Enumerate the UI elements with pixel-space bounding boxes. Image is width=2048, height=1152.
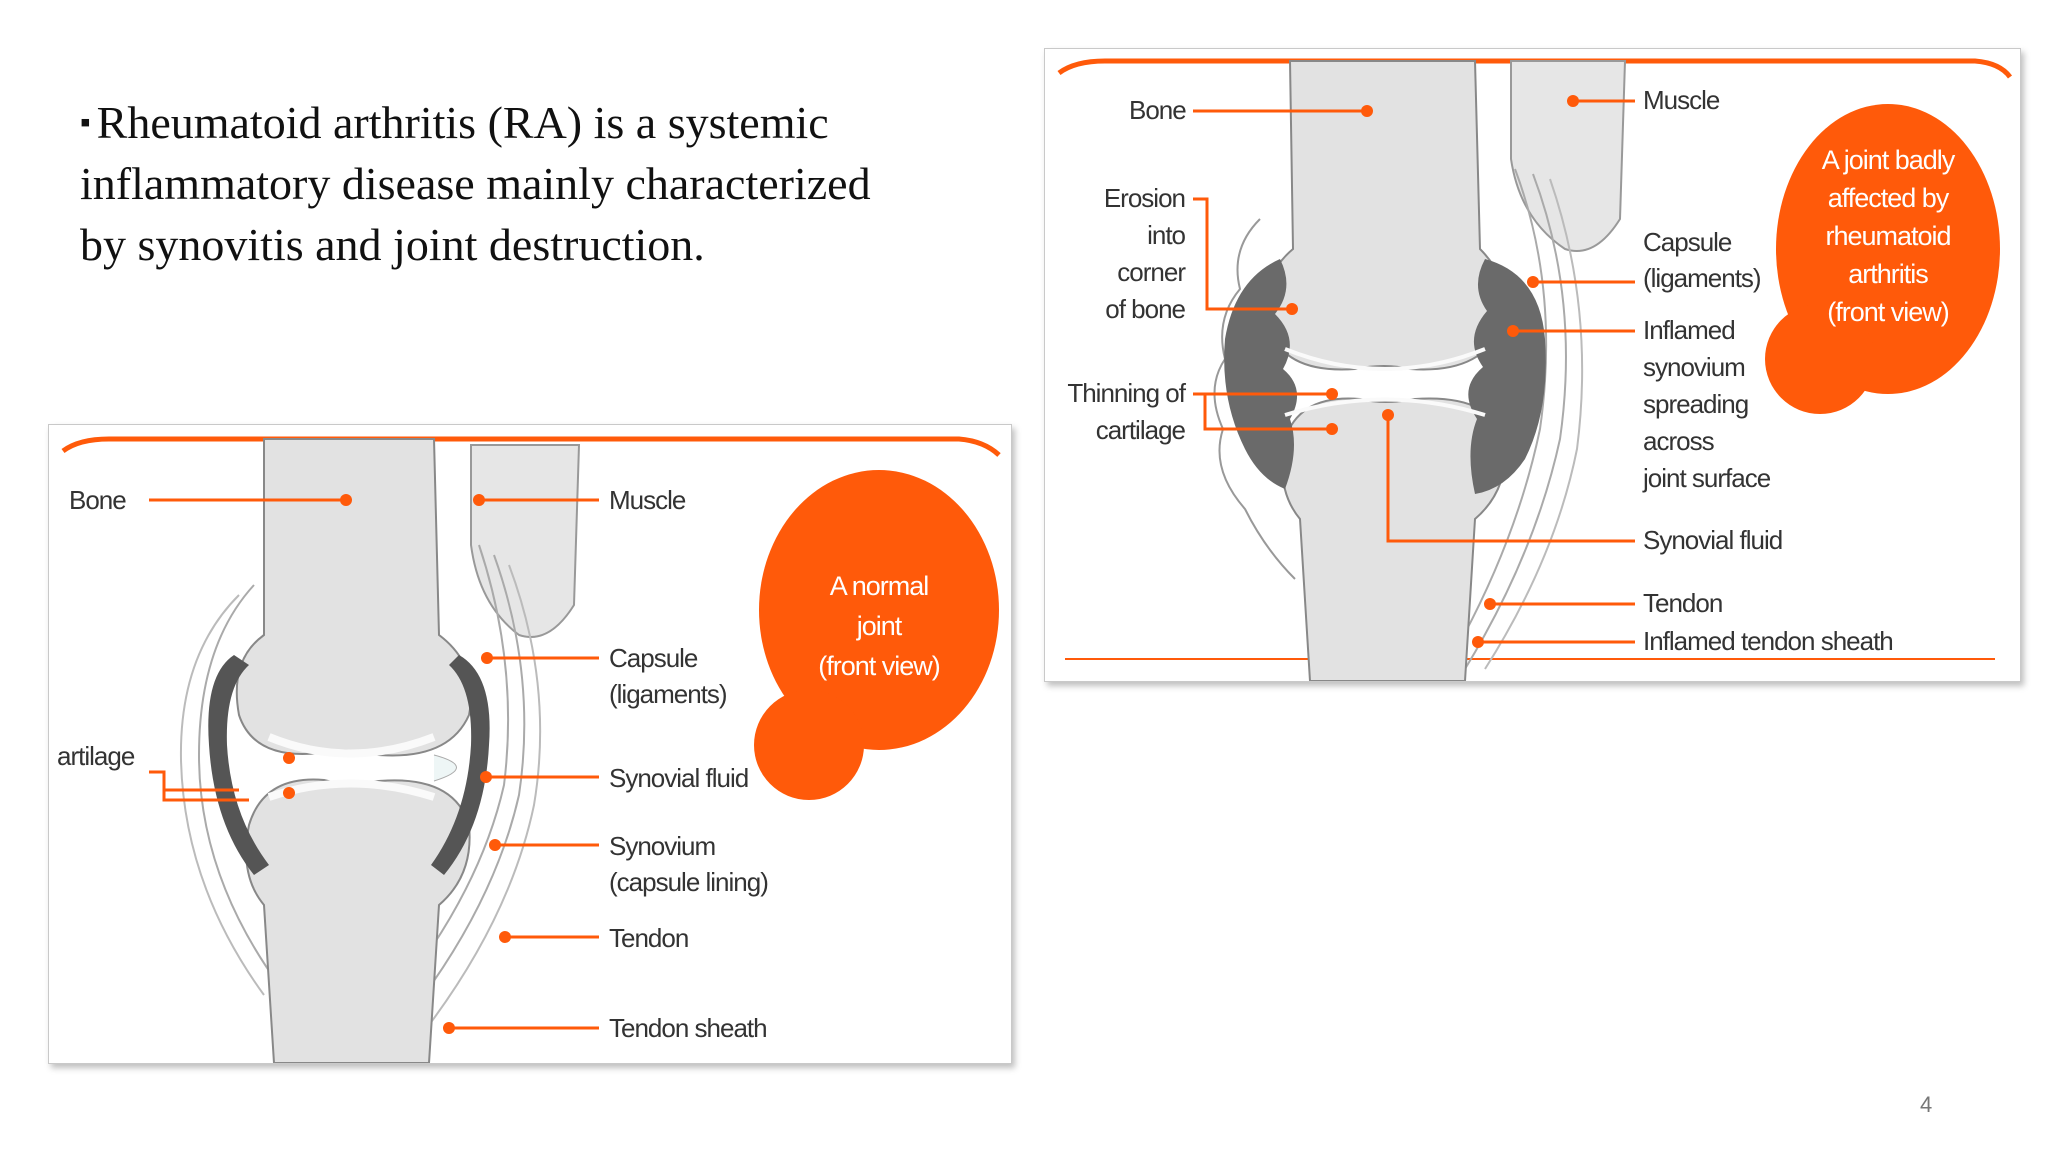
label-inflamed-synovium: spreading [1643, 389, 1748, 419]
label-tendon: Tendon [1643, 588, 1722, 618]
capsule-dot [481, 652, 493, 664]
synovial-fluid-dot [480, 771, 492, 783]
synovium-left [208, 655, 269, 875]
thinning-leader [1193, 392, 1330, 431]
badge-line: (front view) [1827, 297, 1949, 327]
label-muscle: Muscle [609, 485, 686, 515]
label-erosion: of bone [1105, 294, 1185, 324]
bullet-text: Rheumatoid arthritis (RA) is a systemic … [80, 97, 871, 270]
tendon-sheath-dot [443, 1022, 455, 1034]
upper-bone [1265, 60, 1506, 371]
label-capsule-sub: (ligaments) [609, 679, 727, 709]
label-erosion: corner [1117, 257, 1186, 287]
capsule-dot [1527, 276, 1539, 288]
label-capsule-sub: (ligaments) [1643, 263, 1761, 293]
bone-dot [1361, 105, 1373, 117]
normal-joint-badge: A normal joint (front view) [754, 470, 999, 800]
label-synovium: Synovium [609, 831, 715, 861]
label-bone: Bone [1129, 95, 1186, 125]
badge-line: (front view) [818, 651, 940, 681]
badge-line: arthritis [1848, 259, 1928, 289]
label-inflamed-synovium: across [1643, 426, 1715, 456]
synovium-dot [489, 839, 501, 851]
tendon-line [388, 544, 510, 1006]
capsule-outline [197, 584, 280, 986]
tendon-line [1444, 168, 1548, 670]
label-synovium-sub: (capsule lining) [609, 867, 768, 897]
label-bone: Bone [69, 485, 126, 515]
capsule-outline [179, 594, 265, 996]
badge-line: A normal [830, 571, 929, 601]
cartilage-dot [283, 752, 295, 764]
inflamed-synovium-right [1468, 259, 1546, 494]
label-inflamed-synovium: joint surface [1642, 463, 1771, 493]
label-thinning: cartilage [1096, 415, 1186, 445]
synovial-fluid-dot [1382, 409, 1394, 421]
muscle-shape [1510, 60, 1627, 252]
page-number: 4 [1920, 1092, 1933, 1117]
muscle-shape [470, 444, 581, 638]
upper-bone [235, 438, 472, 757]
tendon-dot [499, 931, 511, 943]
label-cartilage: artilage [57, 741, 135, 771]
ra-joint-badge: A joint badly affected by rheumatoid art… [1765, 104, 2000, 414]
label-erosion: Erosion [1104, 183, 1185, 213]
cartilage-leader [149, 770, 249, 802]
thinning-dot [1326, 423, 1338, 435]
muscle-dot [1567, 95, 1579, 107]
thinning-dot [1326, 388, 1338, 400]
upper-cartilage-thin [1284, 347, 1486, 371]
label-inflamed-tendon-sheath: Inflamed tendon sheath [1643, 626, 1893, 656]
cartilage-dot [283, 787, 295, 799]
badge-line: A joint badly [1822, 145, 1956, 175]
ra-joint-diagram: Bone Muscle Erosion into corner of bone … [1044, 48, 2021, 682]
inflamed-synovium-dot [1507, 325, 1519, 337]
bone-dot [340, 494, 352, 506]
synovium-right [431, 655, 490, 875]
tendon-dot [1484, 598, 1496, 610]
lower-cartilage-thin [1284, 397, 1486, 417]
label-thinning: Thinning of [1067, 378, 1186, 408]
erosion-dot [1286, 303, 1298, 315]
label-erosion: into [1147, 220, 1185, 250]
label-synovial-fluid: Synovial fluid [1643, 525, 1782, 555]
label-capsule: Capsule [1643, 227, 1732, 257]
bullet-square-icon: ▪ [80, 106, 91, 139]
top-accent-line [61, 436, 1001, 457]
capsule-outline [1213, 218, 1296, 580]
badge-line: rheumatoid [1825, 221, 1950, 251]
label-synovial-fluid: Synovial fluid [609, 763, 748, 793]
bullet-text-block: ▪Rheumatoid arthritis (RA) is a systemic… [80, 92, 910, 275]
badge-line: affected by [1828, 183, 1950, 213]
ra-joint-svg: Bone Muscle Erosion into corner of bone … [1057, 58, 2013, 681]
label-tendon-sheath: Tendon sheath [609, 1013, 767, 1043]
normal-joint-diagram: Bone Muscle Capsule (ligaments) artilage… [48, 424, 1012, 1064]
lower-bone [245, 778, 471, 1063]
label-tendon: Tendon [609, 923, 688, 953]
badge-line: joint [856, 611, 903, 641]
tendon-line [408, 554, 526, 1016]
synovial-fluid-leader [1386, 417, 1635, 543]
tendon-line [1484, 178, 1584, 670]
tendon-line [1464, 173, 1567, 670]
label-inflamed-synovium: synovium [1643, 352, 1745, 382]
upper-cartilage [267, 733, 436, 758]
synovial-fluid-shape [433, 754, 457, 782]
inflamed-synovium-left [1224, 259, 1298, 489]
normal-joint-svg: Bone Muscle Capsule (ligaments) artilage… [57, 436, 1001, 1063]
label-capsule: Capsule [609, 643, 698, 673]
label-muscle: Muscle [1643, 85, 1720, 115]
erosion-leader [1193, 197, 1290, 311]
inflamed-tendon-sheath-dot [1472, 636, 1484, 648]
muscle-dot [473, 494, 485, 506]
tendon-line [428, 564, 542, 1026]
label-inflamed-synovium: Inflamed [1643, 315, 1735, 345]
